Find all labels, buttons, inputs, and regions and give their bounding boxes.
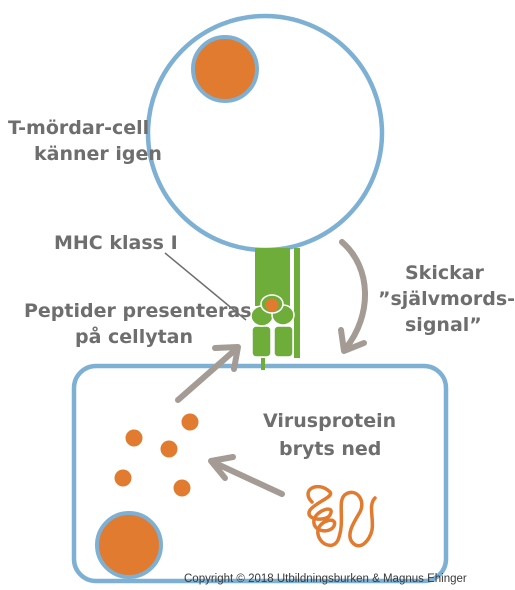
degradation-arrow [208,454,285,497]
t-cell-label-line: känner igen [34,143,162,165]
signal-label-line: ”självmords- [378,288,515,310]
t-cell-label: T-mördar-cell känner igen [8,117,162,165]
t-cell-receptor [255,248,300,358]
peptides-label-line: Peptider presenteras [24,300,252,322]
signal-label: Skickar ”självmords- signal” [378,262,515,336]
virus-protein-label-line: Virusprotein [263,410,396,432]
copyright-text: Copyright © 2018 Utbildningsburken & Mag… [184,573,467,585]
peptide-fragment [125,429,143,447]
peptides-label: Peptider presenteras på cellytan [24,300,258,348]
infected-cell-nucleus [95,511,163,579]
peptides-label-line: på cellytan [75,324,193,348]
mhc-label-line: MHC klass I [54,232,178,254]
presentation-arrow [175,344,241,403]
mhc-label: MHC klass I [54,232,178,254]
peptide-fragments [114,413,199,497]
peptide-fragment [173,479,191,497]
virus-protein-label: Virusprotein bryts ned [263,410,403,460]
mhc-class-1-complex [250,294,295,370]
t-cell-membrane [145,13,385,253]
peptide-fragment [160,440,178,458]
peptide-fragment [114,469,132,487]
t-cell-label-line: T-mördar-cell [8,117,149,139]
signal-label-line: signal” [405,314,482,336]
signal-label-line: Skickar [405,262,485,284]
virus-protein-coil [306,484,377,548]
presented-peptide [265,298,279,312]
peptide-fragment [181,413,199,431]
mhc-pointer-line [164,252,247,321]
t-cell-nucleus [191,35,259,103]
signal-arrow [338,239,368,354]
virus-protein-label-line: bryts ned [279,438,381,460]
